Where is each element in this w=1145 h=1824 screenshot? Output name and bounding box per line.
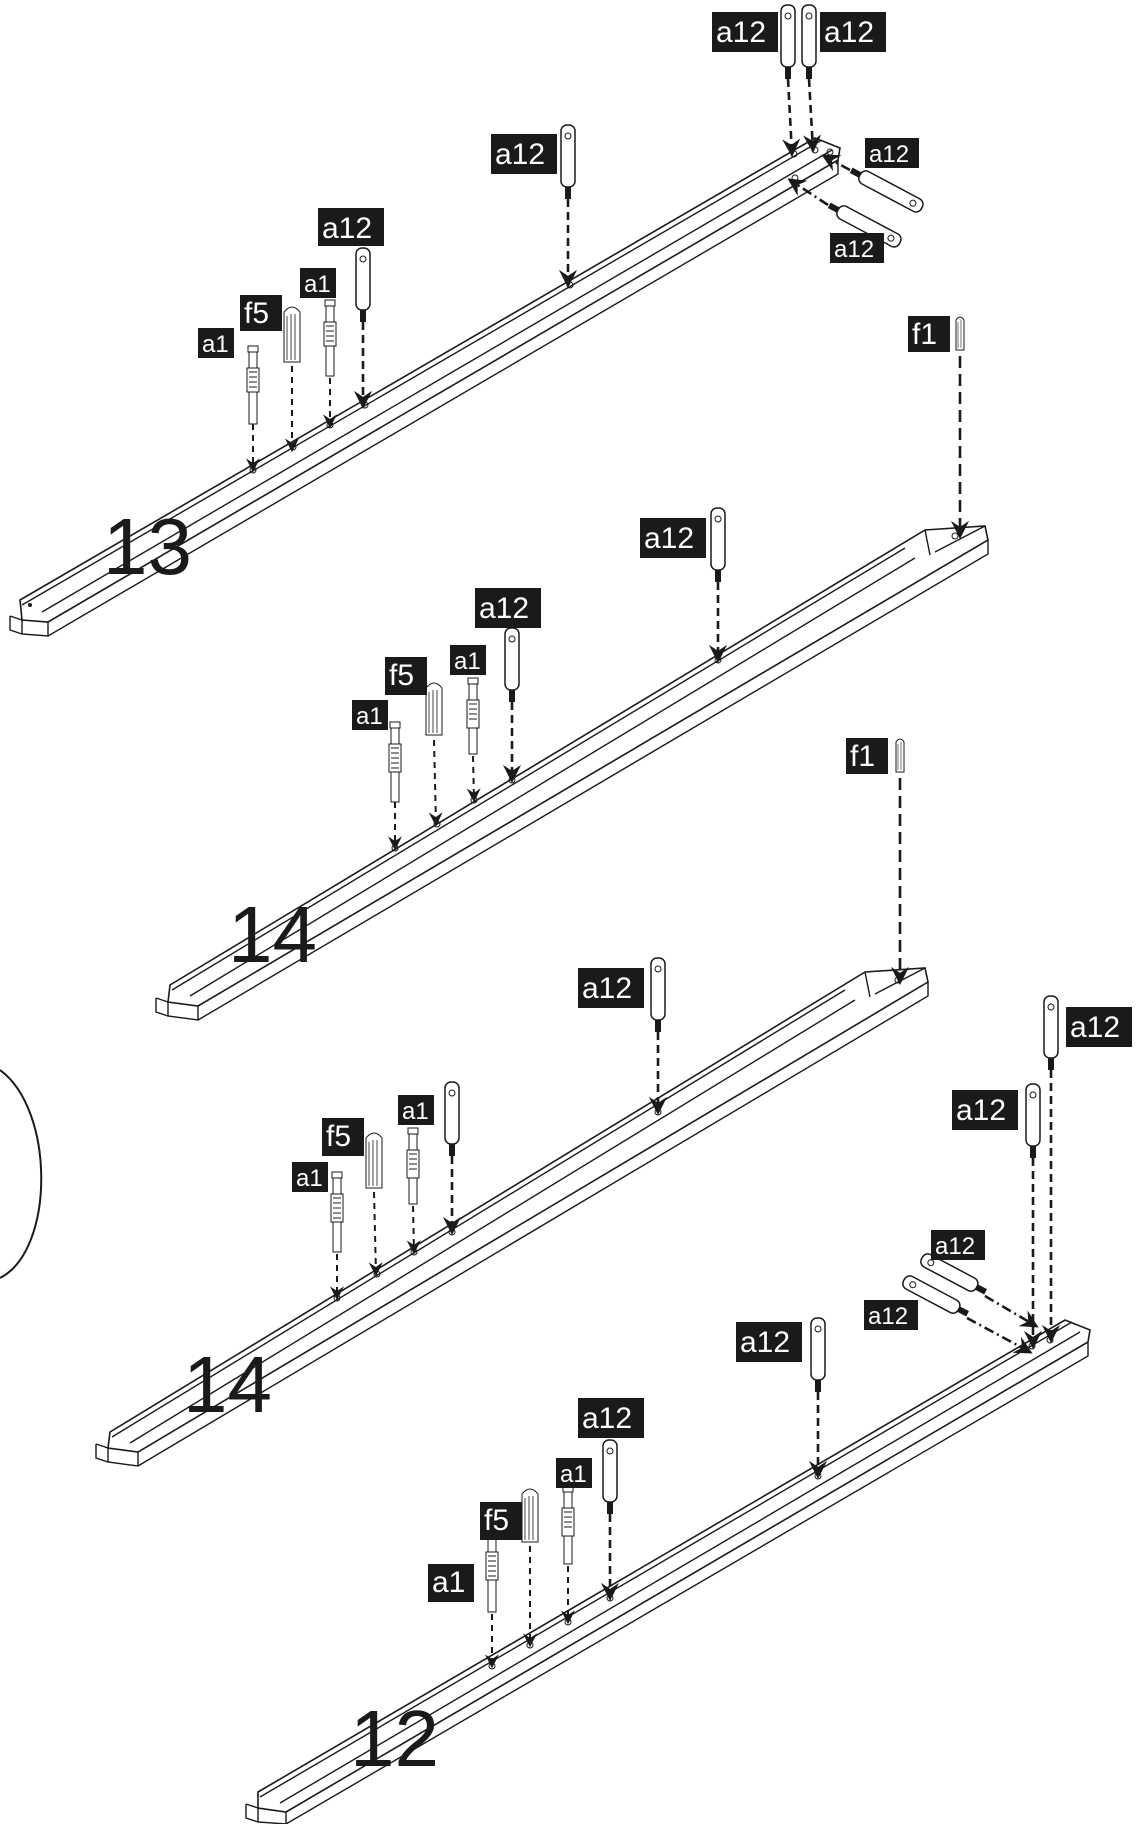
- rail-12-number: 12: [350, 1694, 439, 1783]
- bolt-a12-icon: [1043, 995, 1059, 1070]
- part-label-a1: a1: [356, 703, 383, 730]
- screw-a1-icon: [561, 1485, 575, 1565]
- bolt-a12-icon: [920, 1253, 987, 1295]
- part-label-a12: a12: [956, 1094, 1006, 1127]
- bolt-a12-icon: [504, 627, 520, 702]
- screw-a1-icon: [406, 1127, 420, 1205]
- bolt-a12-icon: [849, 167, 924, 213]
- rail-13-hardware: [246, 4, 924, 473]
- screw-a1-icon: [246, 345, 260, 425]
- screw-a1-icon: [388, 721, 402, 803]
- dowel-f5-icon: [521, 1488, 539, 1543]
- dowel-f5-icon: [365, 1132, 383, 1189]
- rail-14-lower-labels: a1 f5 a1 a12 f1: [292, 738, 888, 1192]
- rail-14-upper-hardware: [388, 316, 970, 851]
- screw-a1-icon: [466, 677, 480, 755]
- part-label-a12: a12: [868, 1303, 908, 1330]
- part-label-f5: f5: [389, 659, 414, 692]
- part-label-a12: a12: [935, 1233, 975, 1260]
- rail-14-lower: [95, 967, 929, 1467]
- part-label-a12: a12: [740, 1326, 790, 1359]
- rail-14-lower-number: 14: [183, 1340, 272, 1429]
- bolt-a12-icon: [444, 1081, 460, 1156]
- pin-f1-icon: [895, 738, 905, 773]
- part-label-a1: a1: [304, 271, 331, 298]
- rail-14-upper-labels: a1 f5 a1 a12 a12 f1: [352, 316, 950, 730]
- bolt-a12-icon: [801, 4, 817, 79]
- part-label-a1: a1: [454, 648, 481, 675]
- part-label-a12: a12: [479, 592, 529, 625]
- part-label-a12: a12: [834, 236, 874, 263]
- rail-12-labels: a1 f5 a1 a12 a12 a12 a12 a12 a12: [428, 1007, 1132, 1602]
- part-label-f5: f5: [244, 297, 269, 330]
- bolt-a12-icon: [810, 1317, 826, 1392]
- dowel-f5-icon: [283, 306, 301, 363]
- bolt-a12-icon: [1025, 1083, 1041, 1158]
- part-label-f5: f5: [326, 1120, 351, 1153]
- part-label-a1: a1: [402, 1098, 429, 1125]
- rail-13-labels: a1 f5 a1 a12 a12 a12 a12 a12 a12: [198, 12, 919, 358]
- part-label-a12: a12: [869, 141, 909, 168]
- rail-12: [245, 1319, 1091, 1824]
- part-label-a12: a12: [716, 16, 766, 49]
- part-label-f1: f1: [912, 318, 937, 351]
- bolt-a12-icon: [780, 4, 796, 79]
- screw-a1-icon: [323, 299, 337, 377]
- bolt-a12-icon: [902, 1275, 969, 1317]
- part-label-a12: a12: [824, 16, 874, 49]
- part-label-a12: a12: [1070, 1011, 1120, 1044]
- part-label-a12: a12: [644, 522, 694, 555]
- part-label-a12: a12: [582, 1402, 632, 1435]
- part-label-f1: f1: [850, 740, 875, 773]
- part-label-a12: a12: [582, 972, 632, 1005]
- screw-a1-icon: [330, 1171, 344, 1253]
- part-label-a1: a1: [560, 1461, 587, 1488]
- bolt-a12-icon: [650, 957, 666, 1032]
- dowel-f5-icon: [425, 682, 443, 736]
- part-label-a12: a12: [495, 138, 545, 171]
- part-label-a1: a1: [296, 1165, 323, 1192]
- screw-a1-icon: [485, 1529, 499, 1613]
- pin-f1-icon: [955, 316, 965, 351]
- bolt-a12-icon: [827, 202, 902, 248]
- rail-13-number: 13: [103, 502, 192, 591]
- bolt-a12-icon: [710, 507, 726, 582]
- detail-circle-arc: [0, 1069, 43, 1279]
- rail-14-upper-number: 14: [228, 890, 317, 979]
- part-label-a1: a1: [202, 331, 229, 358]
- bolt-a12-icon: [602, 1439, 618, 1514]
- rail-12-hardware: [485, 995, 1061, 1669]
- part-label-a1: a1: [432, 1566, 465, 1599]
- rail-14-lower-hardware: [330, 738, 910, 1301]
- bolt-a12-icon: [355, 247, 371, 322]
- part-label-a12: a12: [322, 212, 372, 245]
- part-label-f5: f5: [484, 1504, 509, 1537]
- bolt-a12-icon: [560, 124, 576, 199]
